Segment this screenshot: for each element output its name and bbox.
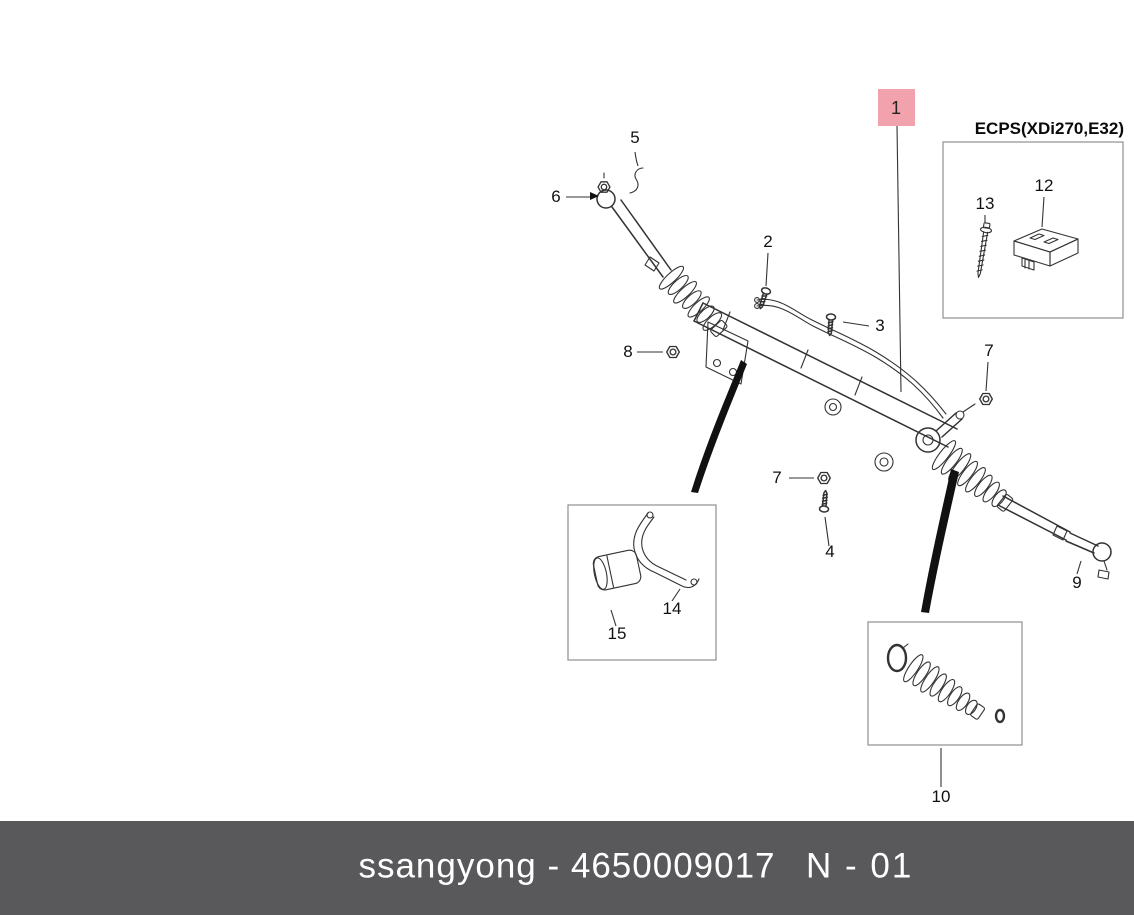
boot-kit-inset: 10 [867, 621, 1023, 806]
callout-10[interactable]: 10 [932, 787, 951, 806]
boot-kit-inset-box [867, 621, 1023, 746]
callout-9[interactable]: 9 [1072, 573, 1081, 592]
right-tie-rod-end-drawing [997, 495, 1112, 580]
lower-bushing-mount [874, 452, 894, 472]
footer-bar: ssangyong - 4650009017 N - 01 [0, 821, 1134, 915]
footer-page-code: N - 01 [806, 846, 914, 886]
clamp-inset-box [567, 504, 717, 661]
bracket-strap-14-glyph [633, 511, 700, 589]
nut-7-upper-glyph [979, 392, 993, 406]
jam-nut-glyph [1052, 525, 1068, 541]
callout-5[interactable]: 5 [630, 128, 639, 147]
valve-housing-drawing [915, 403, 976, 453]
left-boot-drawing [658, 265, 728, 337]
pointer-sweep-left [691, 360, 747, 493]
ecps-inset-box [942, 141, 1124, 319]
nut-8-glyph [666, 345, 680, 359]
rack-housing-drawing [693, 297, 958, 472]
callout-6[interactable]: 6 [551, 187, 560, 206]
callout-13[interactable]: 13 [976, 194, 995, 213]
small-clamp-ring-glyph [994, 708, 1006, 724]
ecps-inset: ECPS(XDi270,E32) 13 12 [942, 119, 1124, 319]
mount-bracket-plate [705, 321, 749, 385]
callout-14[interactable]: 14 [663, 599, 682, 618]
boot-clamp-ring-glyph [886, 643, 909, 673]
callout-8[interactable]: 8 [623, 342, 632, 361]
ecu-module-12-glyph [1013, 228, 1079, 271]
callout-7-lower[interactable]: 7 [772, 468, 781, 487]
ecps-inset-title: ECPS(XDi270,E32) [975, 119, 1124, 138]
callout-12[interactable]: 12 [1035, 176, 1054, 195]
jam-nut-glyph [644, 256, 660, 272]
callout-3[interactable]: 3 [875, 316, 884, 335]
main-callouts: 1 5 6 2 3 8 7 7 4 9 [551, 89, 1082, 592]
clamp-inset: 14 15 [567, 504, 717, 661]
callout-7-upper[interactable]: 7 [984, 341, 993, 360]
callout-4[interactable]: 4 [825, 542, 834, 561]
pointer-sweep-right [921, 469, 959, 613]
boot-kit-bellows-glyph [903, 654, 985, 720]
snap-pin-glyph [629, 167, 644, 194]
left-tie-rod-end-drawing [596, 167, 672, 278]
callout-2[interactable]: 2 [763, 232, 772, 251]
arrowhead-6 [590, 192, 599, 200]
screw-13-glyph [972, 221, 994, 279]
bolt-4-glyph [818, 489, 831, 514]
callout-15[interactable]: 15 [608, 624, 627, 643]
footer-part-number: ssangyong - 4650009017 [358, 846, 776, 886]
callout-1-highlight[interactable] [878, 89, 915, 126]
callout-1[interactable]: 1 [891, 98, 901, 118]
nut-7-lower-glyph [817, 471, 831, 485]
hydraulic-pipe-upper [756, 298, 947, 415]
rubber-bushing-15-glyph [592, 549, 642, 591]
steering-gear-diagram-canvas: ECPS(XDi270,E32) 13 12 [551, 89, 1124, 806]
hydraulic-pipe-lower [756, 304, 944, 419]
upper-bushing-mount [824, 398, 842, 416]
